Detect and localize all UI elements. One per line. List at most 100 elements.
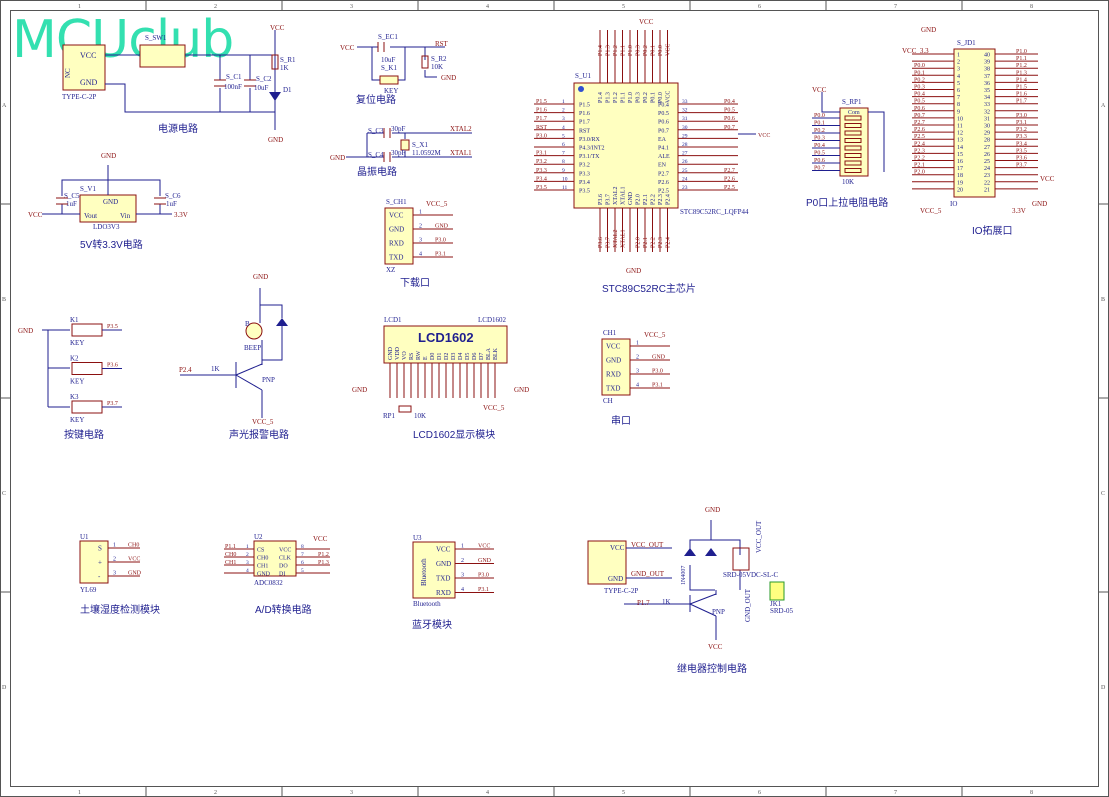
- mcu-right-pin-number: 27: [682, 151, 688, 157]
- mcu-right-pin-name: P0.7: [658, 128, 669, 134]
- serial-connector: [601, 338, 631, 396]
- io-right-pin-number: 21: [984, 187, 990, 193]
- lcd-contrast-pot: [398, 405, 412, 413]
- mcu-right-net: P2.5: [724, 185, 735, 191]
- download-pins-net: GND: [435, 224, 449, 230]
- key-switch: [71, 400, 103, 414]
- pullup-resistor: [844, 153, 862, 158]
- border-col-4: 4: [486, 4, 489, 10]
- bt-pin-number: 3: [461, 573, 464, 579]
- soil-net: CH0: [128, 543, 139, 549]
- lcd-pin-name: D6: [472, 353, 478, 360]
- mcu-left-net: P3.1: [536, 151, 547, 157]
- d1-ref: D1: [283, 86, 292, 94]
- key-net: P3.6: [107, 363, 118, 369]
- io-left-pin-number: 1: [957, 53, 960, 59]
- io-right-pin-number: 33: [984, 102, 990, 108]
- mcu-right-net: P0.4: [724, 99, 735, 105]
- io-right-pin-number: 24: [984, 166, 990, 172]
- usb-vcc-pin: VCC: [80, 51, 96, 60]
- adc-left-net: CH0: [225, 552, 236, 558]
- mcu-left-pin-name: RST: [579, 128, 590, 134]
- mcu-top-pin-name: P0.3: [636, 92, 642, 103]
- io-right-net: P3.1: [1016, 120, 1027, 126]
- mcu-left-pin-number: 5: [562, 133, 565, 139]
- bt-part-bottom: Bluetooth: [413, 600, 441, 608]
- lcd-module: [383, 325, 508, 364]
- io-left-net: P0.7: [914, 113, 925, 119]
- mcu-bottom-net: P2.1: [643, 237, 649, 248]
- serial-caption: 串口: [611, 415, 631, 427]
- io-label: IO: [950, 200, 957, 208]
- io-right-pin-number: 35: [984, 88, 990, 94]
- mcu-top-pins: P1.4P1.4P1.3P1.3P1.2P1.2P1.1P1.1P1.0P1.0…: [598, 30, 672, 103]
- mcu-right-pin-name: EN: [658, 163, 667, 169]
- ldo-vcc-net: VCC: [28, 211, 43, 219]
- io-right-net: P3.7: [1016, 163, 1027, 169]
- io-gnd2-net: GND: [1032, 200, 1047, 208]
- key-part: KEY: [70, 416, 84, 424]
- serial-part: CH: [603, 397, 613, 405]
- xtal1-net: XTAL1: [450, 149, 472, 157]
- key-ref: K3: [70, 393, 79, 401]
- adc-right-pin-number: 6: [301, 560, 304, 566]
- reset-cap-ref: S_EC1: [378, 33, 398, 41]
- io-gnd-net: GND: [921, 26, 936, 34]
- lcd-pin-name: D2: [444, 353, 450, 360]
- pullup-resistor: [844, 138, 862, 143]
- io-33v-net: 3.3V: [1012, 207, 1026, 215]
- relay-vout-label: VCC_OUT: [755, 520, 763, 553]
- relay-power-connector: [587, 540, 627, 585]
- mcu-top-net: P0.3: [636, 45, 642, 56]
- io-right-pin-number: 31: [984, 116, 990, 122]
- io-right-pin-number: 29: [984, 131, 990, 137]
- io-left-pin-number: 14: [957, 145, 963, 151]
- bt-pin-number: 1: [461, 544, 464, 550]
- serial-pins-pin-number: 2: [636, 355, 639, 361]
- pullup-net: P0.0: [814, 113, 825, 119]
- border-col-6: 6: [758, 4, 761, 10]
- mcu-left-pin-number: 9: [562, 168, 565, 174]
- border-col-7: 7: [894, 4, 897, 10]
- io-left-pin-number: 11: [957, 124, 963, 130]
- download-vcc5-net: VCC_5: [426, 200, 448, 208]
- relay-vout-net: VCC_OUT: [631, 541, 664, 549]
- adc-chip: [253, 540, 297, 577]
- serial-pins-net: P3.0: [652, 369, 663, 375]
- mcu-top-pin-name: P1.2: [613, 92, 619, 103]
- io-left-net: P2.0: [914, 170, 925, 176]
- pullup-resistor: [844, 160, 862, 166]
- crystal: [400, 139, 410, 151]
- pullup-resistor: [844, 145, 862, 151]
- mcu-top-pin-name: P0.1: [651, 92, 657, 103]
- serial-ref: CH1: [603, 329, 617, 337]
- adc-right-pin-name: VCC: [279, 548, 291, 554]
- border-col-bottom-5: 5: [622, 790, 625, 796]
- mcu-left-pin-number: 7: [562, 151, 565, 157]
- mcu-right-pin-number: 25: [682, 168, 688, 174]
- mcu-left-net: P3.5: [536, 185, 547, 191]
- reset-vcc-net: VCC: [340, 44, 355, 52]
- r1-ref: S_R1: [280, 56, 296, 64]
- xtal2-net: XTAL2: [450, 125, 472, 133]
- relay-coil: [732, 547, 750, 571]
- adc-left-pin-number: 2: [246, 552, 249, 558]
- mcu-top-pin-name: P0.0: [658, 92, 664, 103]
- lcd-pin-name: RS: [409, 353, 415, 360]
- c3-ref: S_C3: [368, 127, 384, 135]
- bt-pin-number: 2: [461, 558, 464, 564]
- lcd-pin-name: BLA: [486, 347, 492, 360]
- io-right-net: P3.3: [1016, 134, 1027, 140]
- io-caption: IO拓展口: [972, 225, 1013, 237]
- lcd-pin-name: BLK: [493, 347, 499, 360]
- io-right-net: P1.2: [1016, 63, 1027, 69]
- crystal-value: 11.0592M: [412, 149, 441, 157]
- pin1-marker: [578, 86, 584, 92]
- pullup-nets: P0.0P0.1P0.2P0.3P0.4P0.5P0.6P0.7: [812, 113, 862, 173]
- lcd-part: LCD1602: [478, 316, 507, 324]
- mcu-left-pin-name: P3.5: [579, 189, 590, 195]
